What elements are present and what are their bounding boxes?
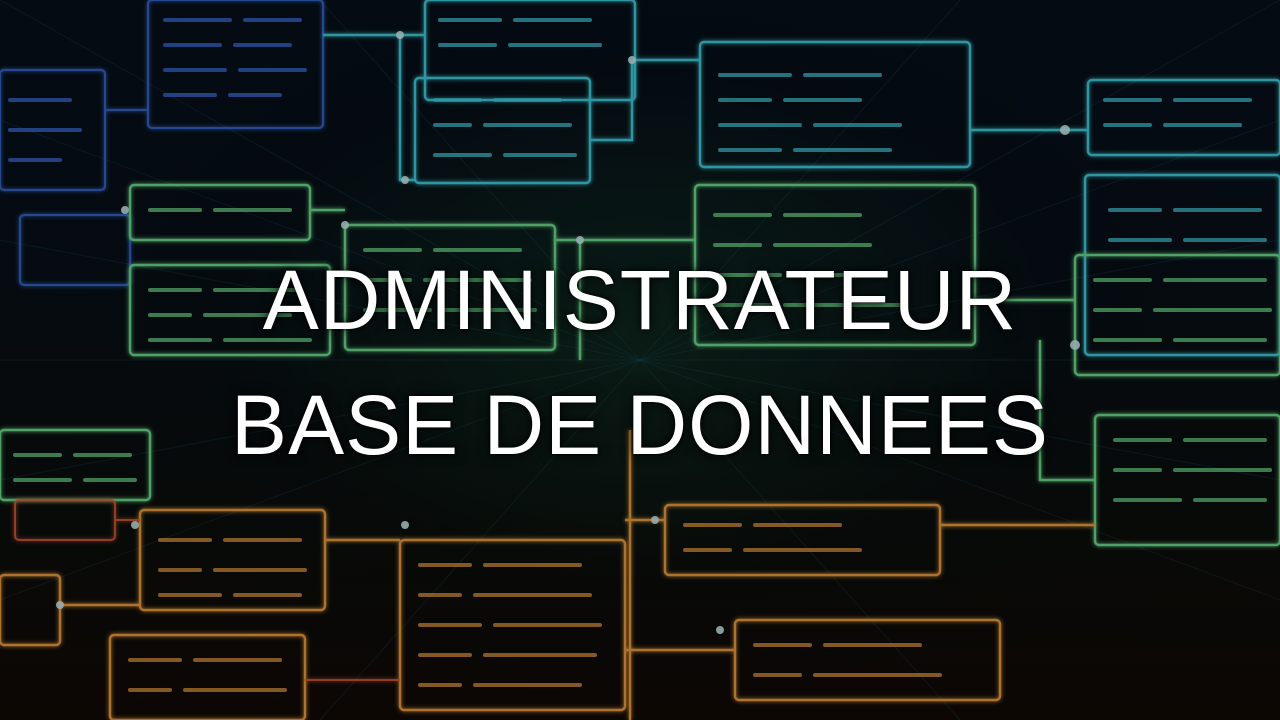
title-line-1: ADMINISTRATEUR (262, 253, 1018, 347)
title-line-2: BASE DE DONNEES (231, 378, 1049, 472)
